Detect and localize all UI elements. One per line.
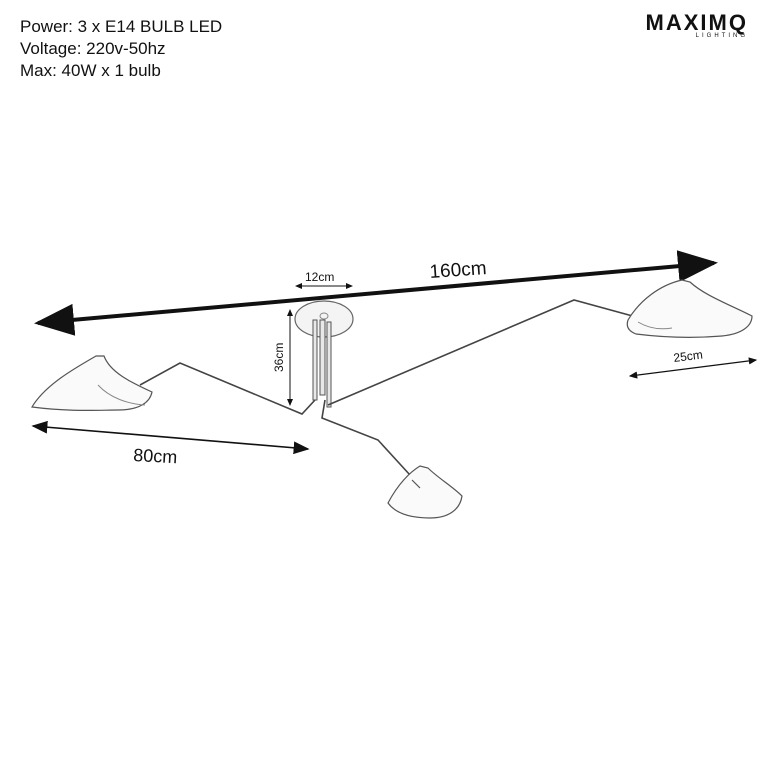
drop-label: 36cm <box>272 343 286 372</box>
spec-power: Power: 3 x E14 BULB LED <box>20 17 223 36</box>
canopy-screw <box>319 312 329 320</box>
brand-logo: MAXIMQ LIGHTING <box>646 10 748 39</box>
left-lamp-shade <box>31 355 153 411</box>
bottom-lamp-shade <box>387 465 463 519</box>
width-label: 160cm <box>429 258 487 283</box>
spec-list: Power: 3 x E14 BULB LED Voltage: 220v-50… <box>20 16 222 82</box>
width-arrow <box>34 250 718 336</box>
arm-label: 80cm <box>133 445 178 467</box>
center-stems <box>312 319 332 408</box>
canopy-label: 12cm <box>305 270 334 284</box>
spec-max: Max: 40W x 1 bulb <box>20 61 161 80</box>
logo-wordmark: MAXIMQ <box>645 10 748 35</box>
arm-arrow <box>31 420 310 455</box>
lamp-arms <box>139 299 641 476</box>
spec-voltage: Voltage: 220v-50hz <box>20 39 166 58</box>
logo-subtitle: LIGHTING <box>695 33 748 39</box>
shade-label: 25cm <box>673 348 704 365</box>
shade-arrow <box>628 357 758 379</box>
right-lamp-shade <box>626 279 753 338</box>
